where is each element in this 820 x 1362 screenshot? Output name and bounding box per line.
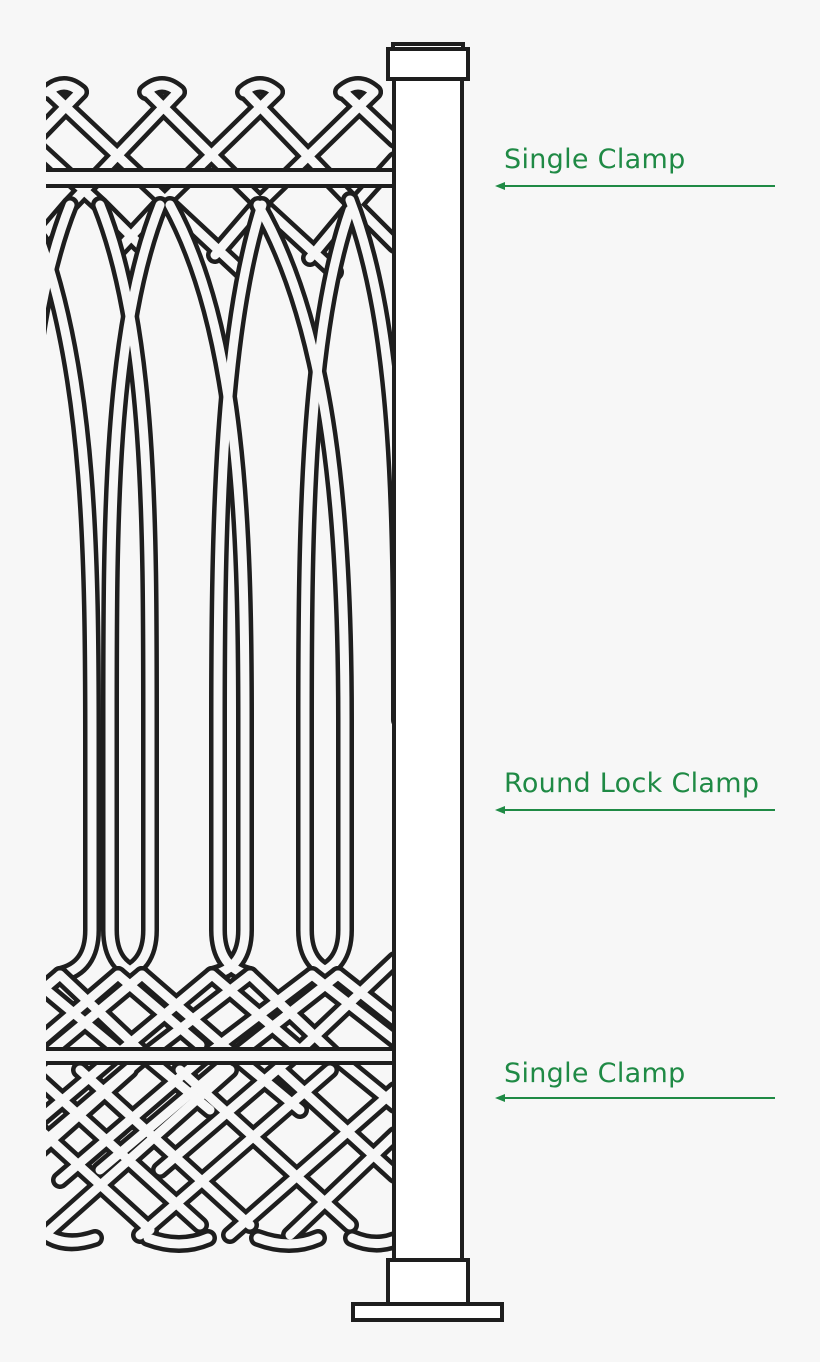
post-shaft	[392, 74, 464, 1266]
callout-top: Single Clamp	[495, 144, 775, 190]
post-collar-top	[386, 47, 470, 81]
long-bars-light	[46, 195, 392, 980]
arrowhead-icon	[495, 806, 505, 814]
post-collar-bottom	[386, 1258, 470, 1308]
bottom-lattice	[46, 951, 392, 1253]
callout-middle: Round Lock Clamp	[495, 768, 775, 814]
callout-bottom: Single Clamp	[495, 1058, 775, 1102]
arrowhead-icon	[495, 182, 505, 190]
callout-bottom-label: Single Clamp	[504, 1058, 686, 1089]
callout-middle-label: Round Lock Clamp	[504, 768, 759, 799]
fence-panel	[46, 76, 392, 1253]
bottom-rail	[46, 1047, 392, 1065]
fence-post	[351, 42, 504, 1322]
top-rail	[46, 168, 392, 188]
post-base-plate	[351, 1302, 504, 1322]
long-bars	[46, 191, 392, 984]
callout-top-label: Single Clamp	[504, 144, 686, 175]
arrowhead-icon	[495, 1094, 505, 1102]
